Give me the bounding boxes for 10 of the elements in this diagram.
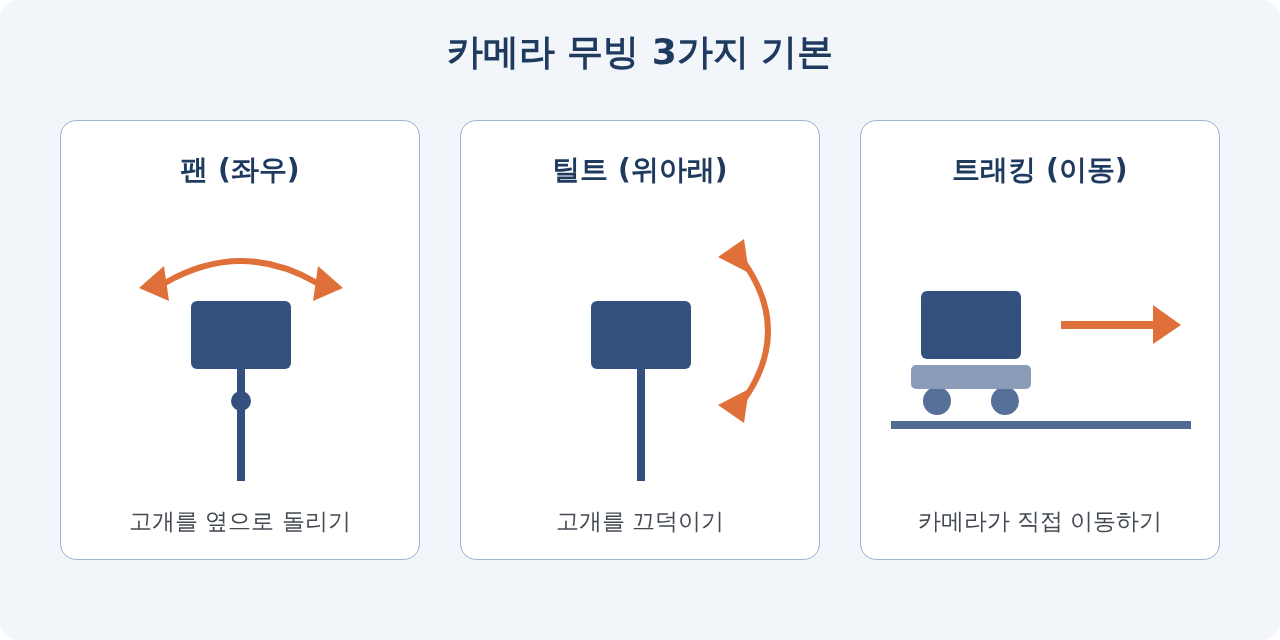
card-description: 고개를 옆으로 돌리기: [128, 507, 352, 536]
card-description: 고개를 끄덕이기: [554, 507, 726, 536]
card-panel: [460, 120, 820, 560]
card-heading: 팬 (좌우): [179, 152, 301, 188]
diagram-title: 카메라 무빙 3가지 기본: [445, 30, 835, 74]
card-description: 카메라가 직접 이동하기: [916, 507, 1164, 536]
card-heading: 트래킹 (이동): [951, 152, 1129, 188]
card-panel: [60, 120, 420, 560]
card-panel: [860, 120, 1220, 560]
card-heading: 틸트 (위아래): [551, 152, 729, 188]
